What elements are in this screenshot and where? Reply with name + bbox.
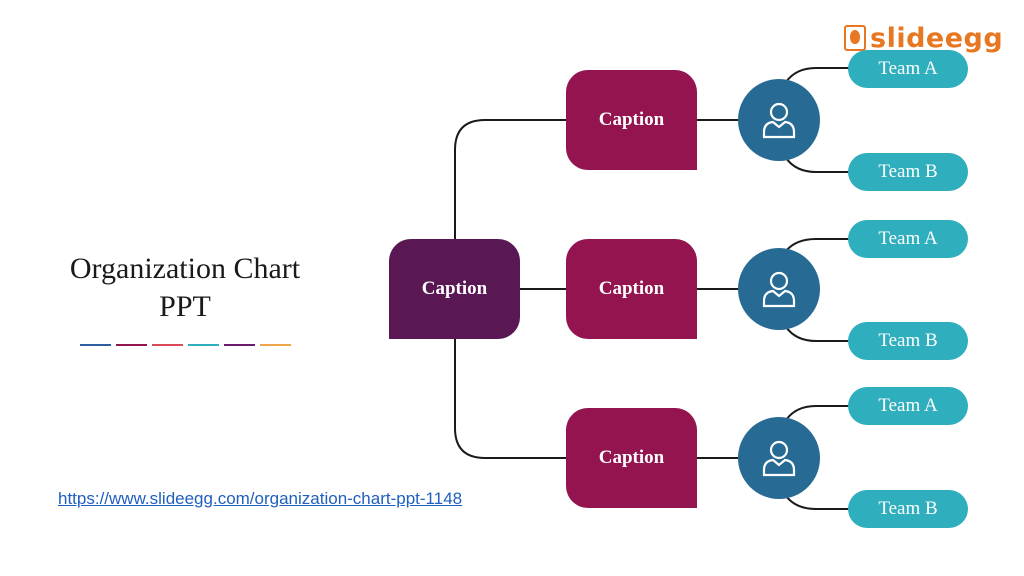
- branch-caption-node-3: Caption: [566, 408, 697, 508]
- team-node-3b: Team B: [848, 490, 968, 528]
- team-node-3a: Team A: [848, 387, 968, 425]
- team-node-1a: Team A: [848, 50, 968, 88]
- slide-title-line-2: PPT: [159, 290, 211, 323]
- team-node-2b: Team B: [848, 322, 968, 360]
- slide-title: Organization Chart PPT: [30, 250, 340, 326]
- team-label: Team A: [878, 228, 938, 249]
- title-underline-segment: [260, 344, 291, 346]
- connector-avatar-team-2b: [785, 326, 850, 342]
- branch-caption-node-1: Caption: [566, 70, 697, 170]
- connector-avatar-team-2a: [785, 238, 850, 252]
- connector-avatar-team-3b: [785, 495, 850, 510]
- connector-avatar-team-1a: [785, 67, 850, 83]
- title-underline-segment: [224, 344, 255, 346]
- branch-caption-node-2: Caption: [566, 239, 697, 339]
- team-node-1b: Team B: [848, 153, 968, 191]
- team-label: Team B: [878, 161, 938, 182]
- team-label: Team B: [878, 330, 938, 351]
- user-icon: [762, 440, 796, 477]
- title-underline-segment: [152, 344, 183, 346]
- title-underline-segment: [116, 344, 147, 346]
- connector-root-branch-3: [454, 339, 566, 459]
- slideegg-logo: slideegg: [844, 22, 1003, 54]
- slide-title-line-1: Organization Chart: [69, 252, 301, 285]
- branch-caption-label: Caption: [598, 447, 665, 468]
- team-node-2a: Team A: [848, 220, 968, 258]
- avatar-node-2: [738, 248, 820, 330]
- title-underline-segment: [188, 344, 219, 346]
- egg-logo-icon: [844, 25, 866, 51]
- branch-caption-label: Caption: [598, 278, 665, 299]
- title-underline-segment: [80, 344, 111, 346]
- title-underline: [80, 344, 292, 347]
- source-link[interactable]: https://www.slideegg.com/organization-ch…: [58, 489, 463, 508]
- root-caption-node: Caption: [389, 239, 520, 339]
- root-caption-label: Caption: [421, 278, 488, 299]
- team-label: Team A: [878, 395, 938, 416]
- team-label: Team B: [878, 498, 938, 519]
- logo-text: slideegg: [870, 22, 1004, 54]
- connector-avatar-team-3a: [785, 405, 850, 421]
- branch-caption-label: Caption: [598, 109, 665, 130]
- connector-root-branch-1: [454, 119, 566, 239]
- avatar-node-3: [738, 417, 820, 499]
- team-label: Team A: [878, 58, 938, 79]
- avatar-node-1: [738, 79, 820, 161]
- user-icon: [762, 102, 796, 139]
- connector-avatar-team-1b: [785, 157, 850, 173]
- user-icon: [762, 271, 796, 308]
